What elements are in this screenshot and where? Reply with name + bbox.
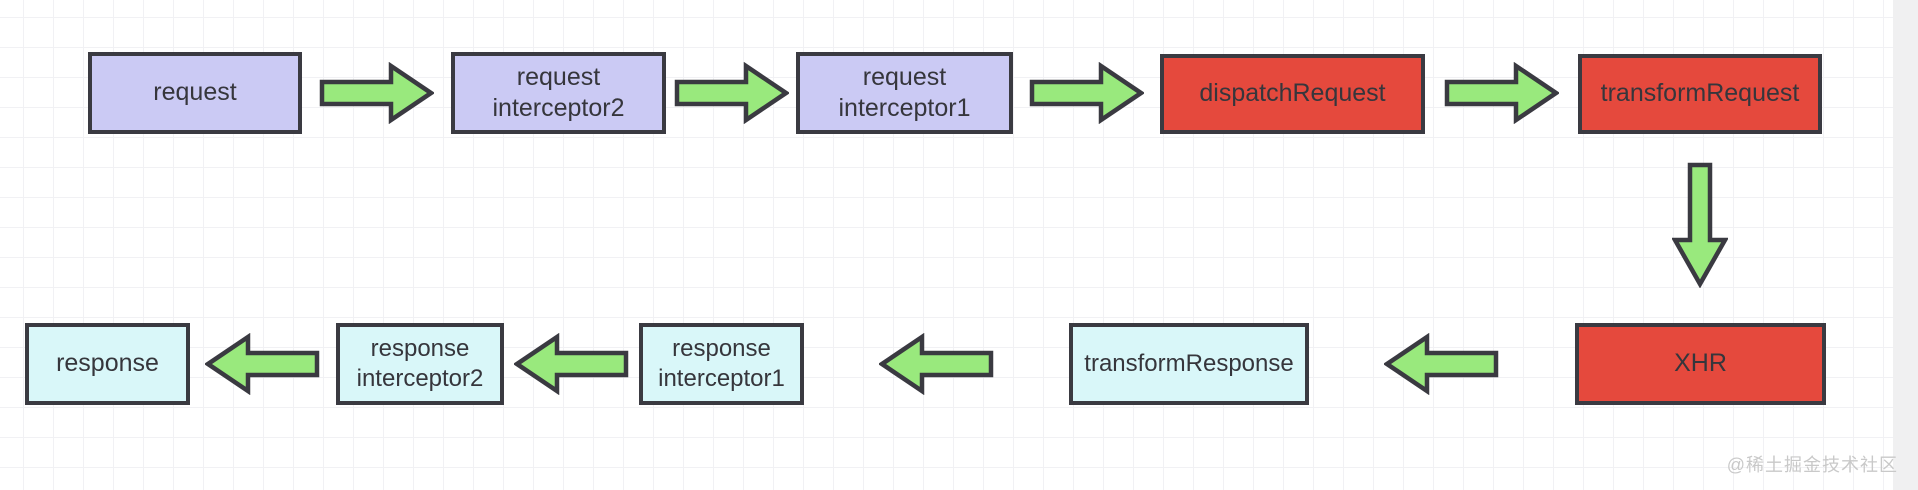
edge-request-to-request-interceptor2	[319, 62, 434, 124]
down-arrow-icon	[1672, 162, 1728, 288]
right-arrow-icon	[1029, 62, 1144, 124]
node-xhr: XHR	[1575, 323, 1826, 405]
node-transform-response: transformResponse	[1069, 323, 1309, 405]
left-arrow-icon	[205, 333, 320, 395]
node-request-interceptor2: request interceptor2	[451, 52, 666, 134]
edge-request-interceptor1-to-dispatch-request	[1029, 62, 1144, 124]
left-arrow-icon	[1384, 333, 1499, 395]
right-arrow-icon	[319, 62, 434, 124]
left-arrow-icon	[879, 333, 994, 395]
right-edge-strip	[1893, 0, 1918, 490]
node-request-interceptor1: request interceptor1	[796, 52, 1013, 134]
edge-response-interceptor2-to-response	[205, 333, 320, 395]
edge-response-interceptor1-to-response-interceptor2	[514, 333, 629, 395]
edge-transform-request-to-xhr	[1672, 162, 1728, 288]
node-dispatch-request: dispatchRequest	[1160, 54, 1425, 134]
right-arrow-icon	[1444, 62, 1559, 124]
edge-xhr-to-transform-response	[1384, 333, 1499, 395]
node-transform-request: transformRequest	[1578, 54, 1822, 134]
edge-dispatch-request-to-transform-request	[1444, 62, 1559, 124]
left-arrow-icon	[514, 333, 629, 395]
watermark: @稀土掘金技术社区	[1726, 455, 1898, 475]
node-response-interceptor1: response interceptor1	[639, 323, 804, 405]
edge-transform-response-to-response-interceptor1	[879, 333, 994, 395]
node-response: response	[25, 323, 190, 405]
node-response-interceptor2: response interceptor2	[336, 323, 504, 405]
edge-request-interceptor2-to-request-interceptor1	[674, 62, 789, 124]
right-arrow-icon	[674, 62, 789, 124]
node-request: request	[88, 52, 302, 134]
